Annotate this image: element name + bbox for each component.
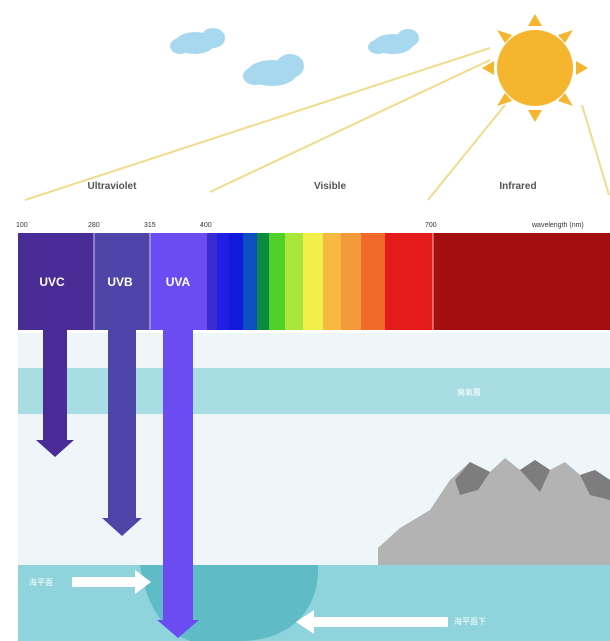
spectrum-stripe (323, 233, 342, 330)
wavelength-tick-700: 700 (425, 222, 437, 229)
uva-penetration-arrow (157, 330, 199, 638)
wavelength-tick-315: 315 (144, 222, 156, 229)
infrared-band (433, 233, 610, 330)
spectrum-stripe (285, 233, 304, 330)
spectrum-stripe (243, 233, 258, 330)
below-sea-level-arrow-left (296, 610, 448, 634)
mountain-range (378, 458, 610, 565)
mountain-shadow (455, 460, 610, 500)
sun-rays (24, 47, 610, 201)
ozone-layer-label: 臭氧層 (457, 387, 481, 397)
spectrum-stripe (207, 233, 218, 330)
sea-level-label: 海平面 (29, 577, 53, 587)
cloud-middle (243, 54, 304, 86)
cloud-left (170, 28, 225, 54)
wavelength-tick-280: 280 (88, 222, 100, 229)
region-label-ultraviolet: Ultraviolet (88, 181, 138, 192)
spectrum-stripe (385, 233, 434, 330)
below-sea-level-label: 海平面下 (454, 616, 486, 626)
cloud-right (368, 29, 419, 54)
uvc-band (18, 233, 94, 330)
uvb-band (94, 233, 150, 330)
region-label-infrared: Infrared (499, 181, 536, 192)
sea-level-arrow-right (72, 570, 151, 594)
region-label-visible: Visible (314, 181, 346, 192)
wavelength-axis-label: wavelength (nm) (531, 222, 584, 229)
wavelength-tick-100: 100 (16, 222, 28, 229)
sun-icon (482, 14, 588, 122)
uva-band (150, 233, 207, 330)
spectrum-stripe (257, 233, 270, 330)
uva-label: UVA (166, 275, 191, 289)
visible-spectrum (207, 233, 434, 330)
spectrum-stripe (229, 233, 244, 330)
ozone-layer-band (18, 368, 610, 414)
uvc-label: UVC (39, 275, 65, 289)
uvb-label: UVB (107, 275, 133, 289)
spectrum-stripe (303, 233, 324, 330)
spectrum-stripe (217, 233, 230, 330)
spectrum-stripe (269, 233, 286, 330)
uvc-penetration-arrow (36, 330, 74, 457)
uvb-penetration-arrow (102, 330, 142, 536)
spectrum-stripe (341, 233, 362, 330)
spectrum-stripe (361, 233, 386, 330)
wavelength-tick-400: 400 (200, 222, 212, 229)
